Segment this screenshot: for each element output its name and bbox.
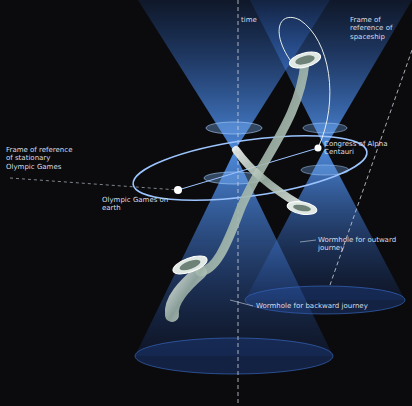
annotation-label: Congress of Alpha Centauri [324,140,408,157]
annotation-label: time [241,16,271,24]
annotation-label: Frame of reference of spaceship [350,16,408,41]
annotation-label: Wormhole for outward journey [318,236,408,253]
annotation-label: Wormhole for backward journey [256,302,396,310]
annotation-label: Frame of reference of stationary Olympic… [6,146,74,171]
annotation-label: Olympic Games on earth [102,196,176,213]
